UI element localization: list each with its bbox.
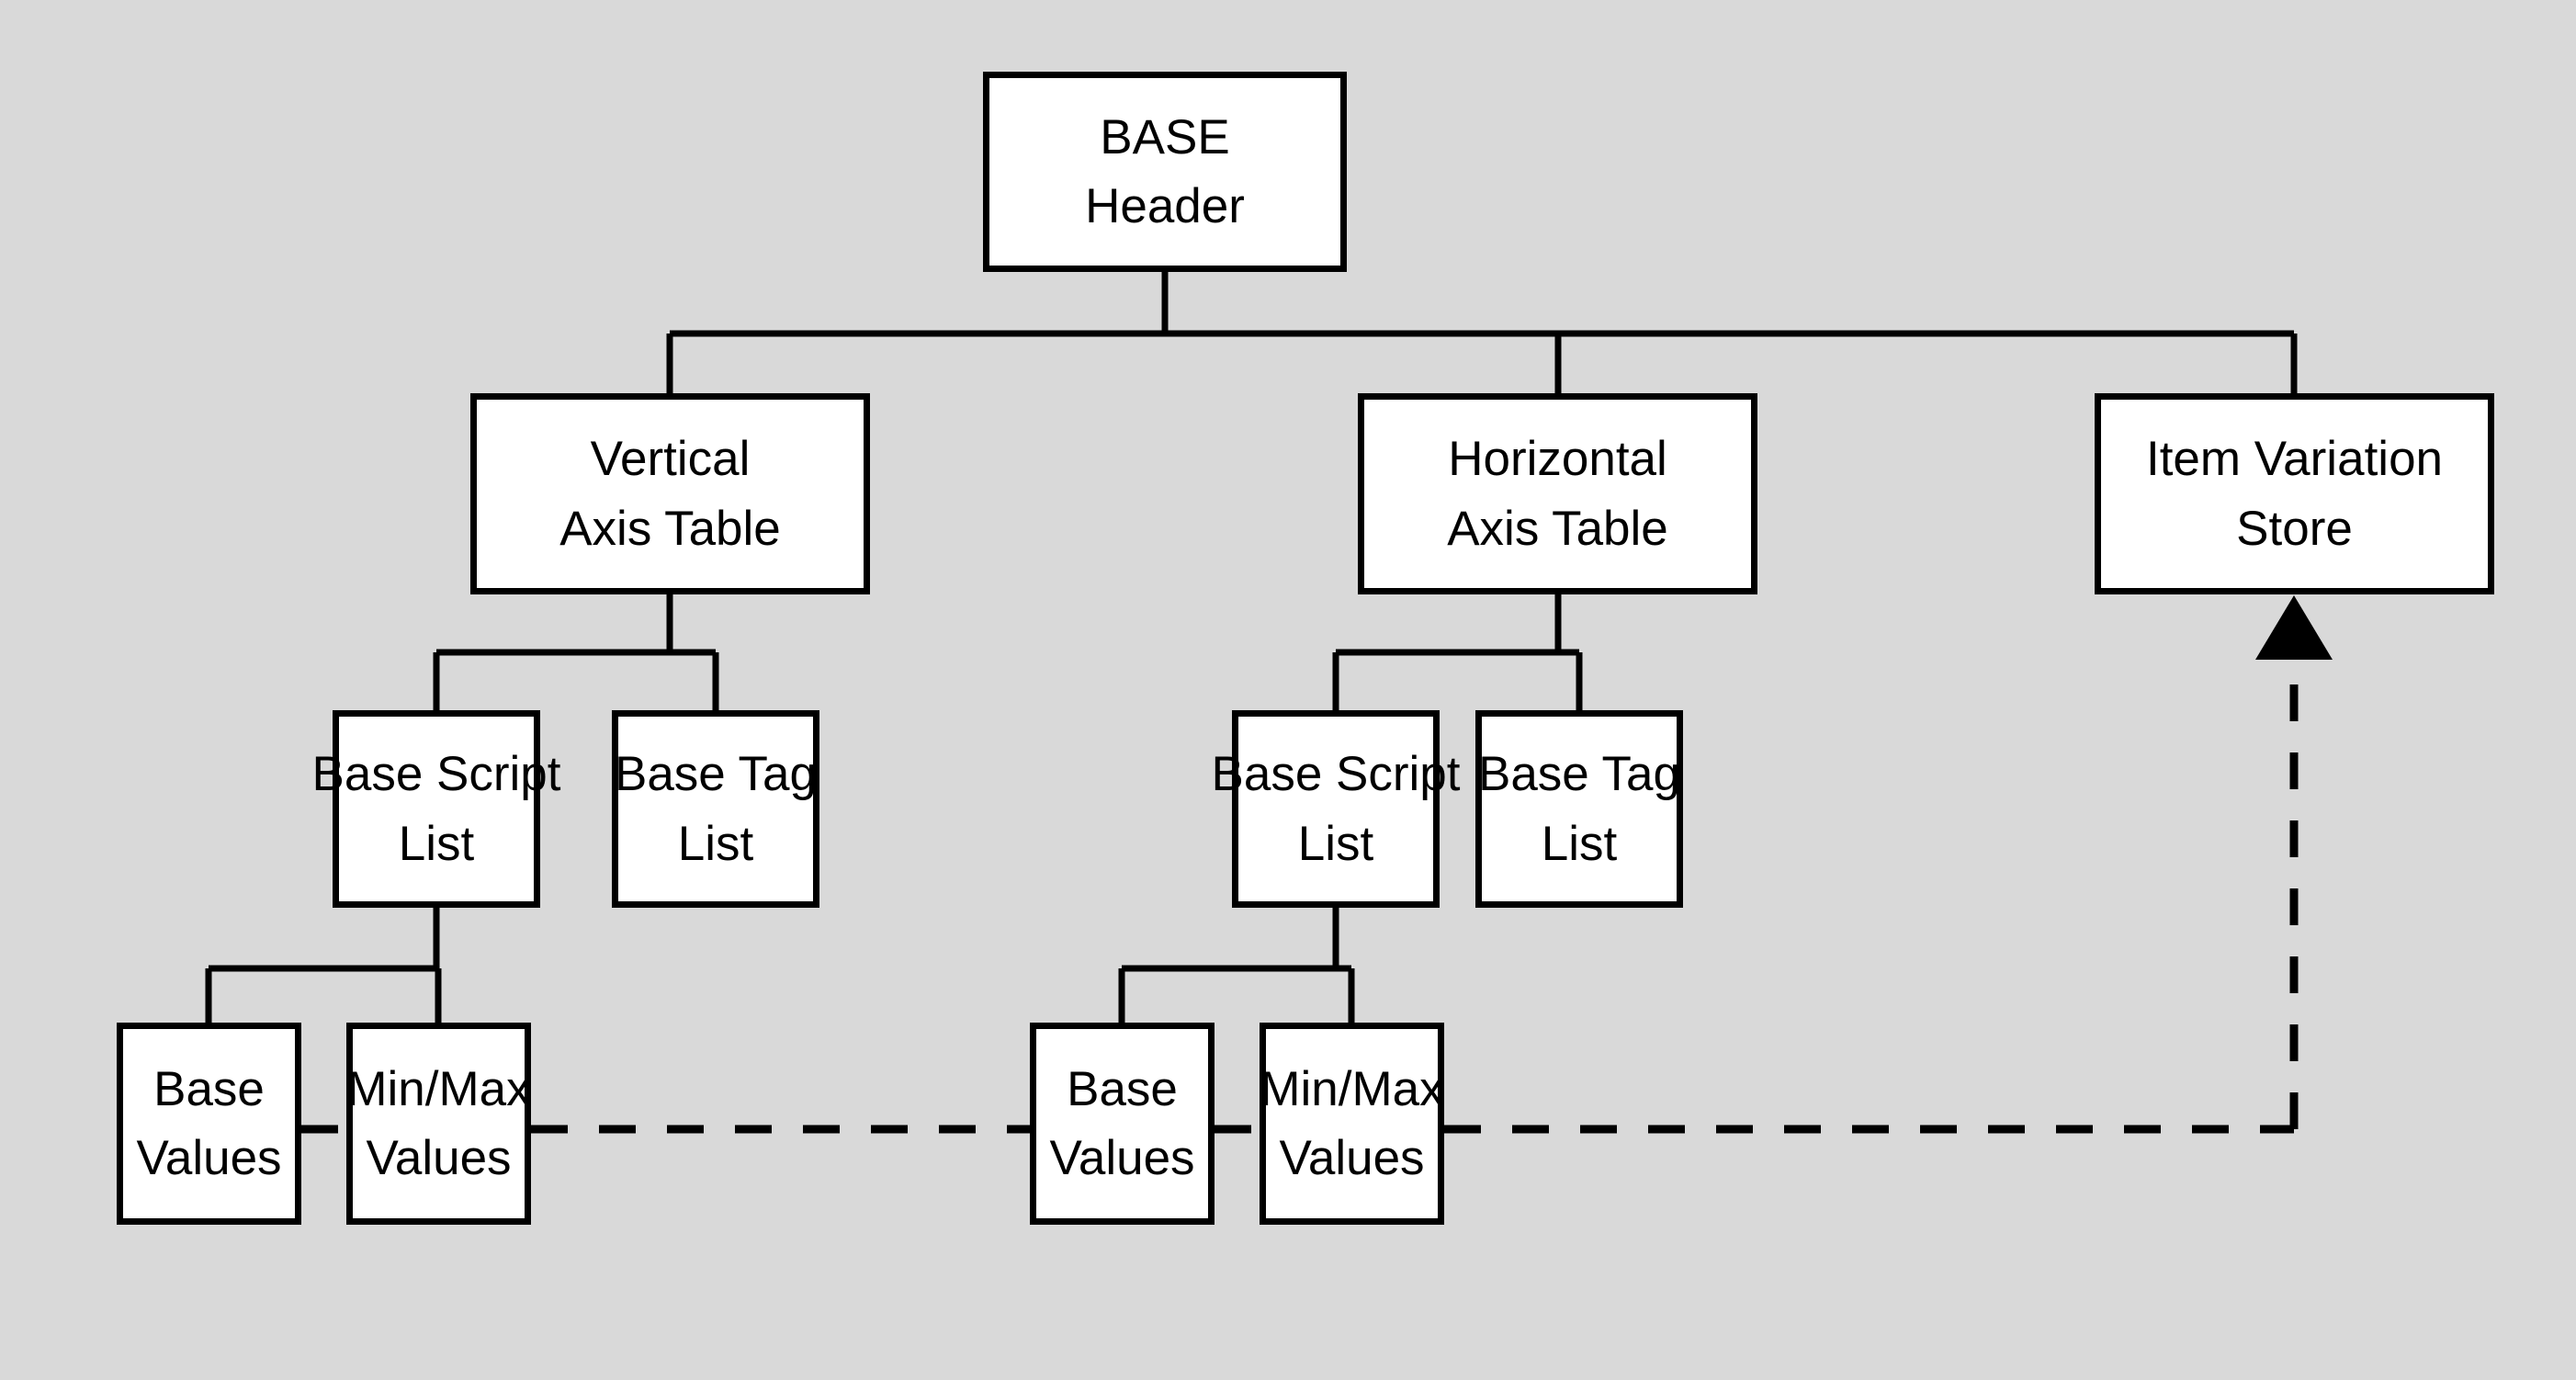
node-base-tag-list-left-line1: Base Tag bbox=[614, 747, 818, 802]
node-base-values-left[interactable]: Base Values bbox=[117, 1023, 301, 1225]
node-item-variation-store-line2: Store bbox=[2236, 501, 2353, 556]
node-base-tag-list-right-line1: Base Tag bbox=[1477, 747, 1681, 802]
node-vertical-axis-table-line2: Axis Table bbox=[559, 501, 781, 556]
node-base-header[interactable]: BASE Header bbox=[983, 72, 1347, 272]
node-item-variation-store[interactable]: Item Variation Store bbox=[2095, 393, 2494, 594]
node-base-tag-list-left-line2: List bbox=[677, 816, 754, 871]
node-horizontal-axis-table-line2: Axis Table bbox=[1447, 501, 1668, 556]
node-base-values-right-line1: Base bbox=[1067, 1061, 1178, 1116]
node-minmax-values-left[interactable]: Min/Max Values bbox=[346, 1023, 531, 1225]
node-horizontal-axis-table-line1: Horizontal bbox=[1448, 432, 1667, 487]
node-base-tag-list-right[interactable]: Base Tag List bbox=[1475, 710, 1683, 908]
arrowhead-to-item-variation-store bbox=[2255, 595, 2333, 660]
node-base-script-list-left-line1: Base Script bbox=[311, 747, 561, 802]
node-base-script-list-right-line1: Base Script bbox=[1211, 747, 1461, 802]
node-base-script-list-right-line2: List bbox=[1297, 816, 1374, 871]
node-base-header-line1: BASE bbox=[1100, 109, 1230, 164]
node-minmax-values-right-line2: Values bbox=[1279, 1131, 1425, 1185]
node-base-tag-list-left[interactable]: Base Tag List bbox=[612, 710, 819, 908]
node-minmax-values-left-line2: Values bbox=[366, 1131, 512, 1185]
node-base-header-line2: Header bbox=[1085, 179, 1245, 233]
node-base-values-left-line2: Values bbox=[136, 1131, 282, 1185]
node-minmax-values-right-line1: Min/Max bbox=[1260, 1061, 1444, 1116]
node-base-values-right-line2: Values bbox=[1049, 1131, 1195, 1185]
node-vertical-axis-table-line1: Vertical bbox=[590, 432, 751, 487]
node-vertical-axis-table[interactable]: Vertical Axis Table bbox=[470, 393, 870, 594]
node-base-script-list-left[interactable]: Base Script List bbox=[312, 710, 561, 908]
node-item-variation-store-line1: Item Variation bbox=[2145, 432, 2444, 487]
node-base-script-list-left-line2: List bbox=[398, 816, 475, 871]
node-base-values-left-line1: Base bbox=[153, 1061, 265, 1116]
node-minmax-values-left-line1: Min/Max bbox=[346, 1061, 531, 1116]
node-minmax-values-right[interactable]: Min/Max Values bbox=[1260, 1023, 1444, 1225]
node-base-tag-list-right-line2: List bbox=[1541, 816, 1618, 871]
node-horizontal-axis-table[interactable]: Horizontal Axis Table bbox=[1358, 393, 1757, 594]
node-base-values-right[interactable]: Base Values bbox=[1030, 1023, 1215, 1225]
node-base-script-list-right[interactable]: Base Script List bbox=[1212, 710, 1461, 908]
